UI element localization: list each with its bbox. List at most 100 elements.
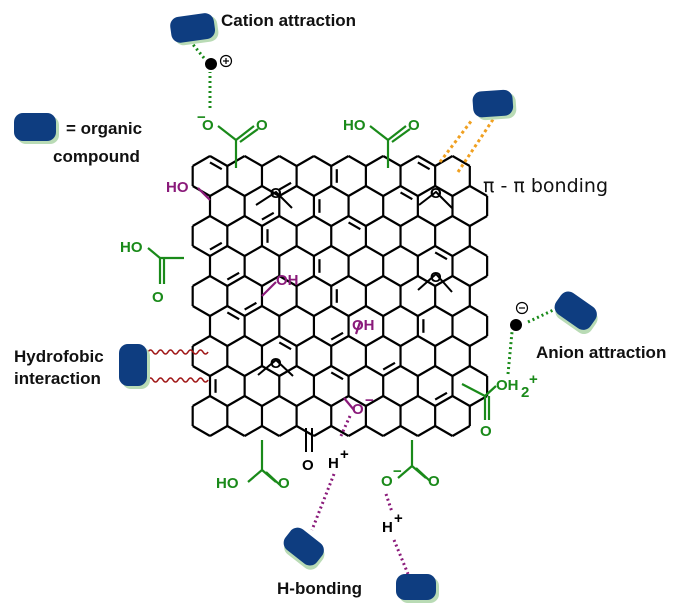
bond <box>348 425 367 437</box>
bond <box>296 305 315 317</box>
bond <box>330 425 350 437</box>
bond <box>296 215 315 227</box>
label-interaction: interaction <box>14 369 101 388</box>
bond <box>348 275 367 287</box>
bond <box>330 365 350 377</box>
label-legend-organic: = organic <box>66 119 142 138</box>
bond <box>192 215 211 227</box>
double-bond <box>209 241 223 251</box>
bond <box>226 365 246 377</box>
double-bond <box>226 271 240 281</box>
bond <box>365 245 384 257</box>
bond <box>451 365 471 377</box>
bond <box>469 335 488 347</box>
bond <box>382 335 402 347</box>
hydroxyl-ho: HO <box>166 179 189 196</box>
h-plus-1-charge: + <box>340 446 349 463</box>
bond <box>209 425 228 437</box>
bond <box>469 185 488 197</box>
bond <box>330 335 350 347</box>
hydroxyl-bonds <box>197 187 362 411</box>
bond <box>399 185 419 197</box>
bond <box>399 365 419 377</box>
bond <box>451 245 471 257</box>
bond <box>382 155 402 167</box>
h-bonding-interaction <box>310 415 410 575</box>
bond <box>399 305 419 317</box>
double-bond <box>244 301 257 311</box>
epoxide-o-3: O <box>430 269 442 286</box>
bond <box>330 275 350 287</box>
bond <box>469 275 488 287</box>
organic-compound-hbond-1 <box>283 527 325 570</box>
bond <box>244 155 263 167</box>
bond <box>365 155 384 167</box>
bond <box>451 425 471 437</box>
bond <box>244 275 263 287</box>
bond <box>399 245 419 257</box>
bond <box>451 155 471 167</box>
bond <box>434 335 454 347</box>
organic-compound-hydrophobic <box>119 344 150 389</box>
bond <box>399 155 419 167</box>
bond <box>434 425 454 437</box>
bond <box>313 155 332 167</box>
h-plus-2: H <box>382 519 393 536</box>
carboxylate-o-top: O <box>202 117 214 134</box>
bond <box>226 215 246 227</box>
bond <box>469 365 488 377</box>
bond <box>434 305 454 317</box>
double-bond <box>399 191 413 201</box>
bond <box>226 335 246 347</box>
carboxylate-minus-bottom: − <box>393 463 402 480</box>
h-plus-1: H <box>328 455 339 472</box>
bond <box>399 215 419 227</box>
bond <box>192 395 211 407</box>
bond <box>278 155 298 167</box>
bond <box>365 275 384 287</box>
epoxide-o-1: O <box>270 185 282 202</box>
bond <box>244 245 263 257</box>
bond <box>278 185 298 197</box>
bond <box>330 245 350 257</box>
bond <box>434 365 454 377</box>
bond <box>348 155 367 167</box>
h-plus-2-charge: + <box>394 510 403 527</box>
bond <box>469 245 488 257</box>
bond <box>434 155 454 167</box>
bond <box>209 245 228 257</box>
double-bond <box>348 221 361 231</box>
bond <box>261 335 280 347</box>
double-bond <box>261 211 275 221</box>
bond <box>313 365 332 377</box>
bond <box>313 395 332 407</box>
bond <box>348 395 367 407</box>
bond <box>192 425 211 437</box>
hydroxyl-oh-2: OH <box>352 317 375 334</box>
epoxide-groups <box>255 190 453 377</box>
bond <box>192 245 211 257</box>
bond <box>226 185 246 197</box>
bond <box>261 365 280 377</box>
double-bond <box>330 331 344 341</box>
bond <box>451 305 471 317</box>
bond <box>209 185 228 197</box>
bond <box>261 395 280 407</box>
carboxyl-groups <box>147 125 497 486</box>
bond <box>417 215 436 227</box>
graphene-lattice <box>191 155 489 437</box>
bond <box>417 155 436 167</box>
bond <box>348 245 367 257</box>
cation-interaction <box>184 35 233 108</box>
bond <box>209 395 228 407</box>
bond <box>209 275 228 287</box>
carbonyl-o-bottom-left: O <box>278 475 290 492</box>
bond <box>313 305 332 317</box>
bond <box>330 215 350 227</box>
carbonyl-o-right: O <box>480 423 492 440</box>
organic-compound-hbond-2 <box>396 574 439 603</box>
bond <box>244 305 263 317</box>
bond <box>313 425 332 437</box>
bond <box>296 335 315 347</box>
